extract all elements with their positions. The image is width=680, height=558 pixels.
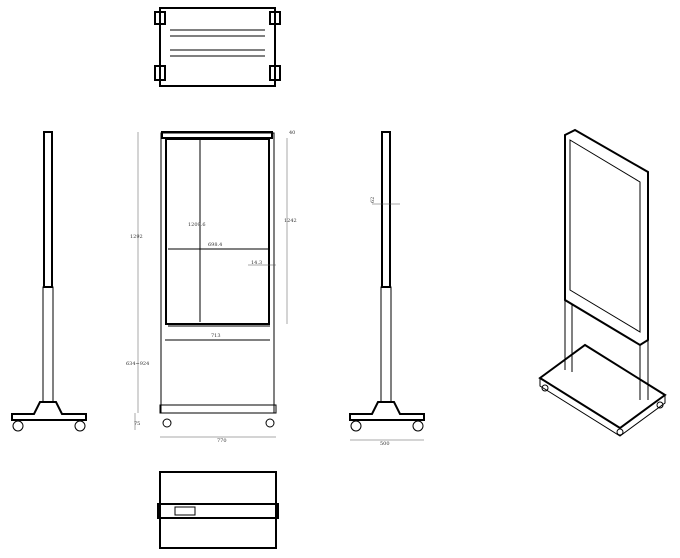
top-view bbox=[154, 7, 281, 87]
bottom-view bbox=[157, 471, 279, 549]
front-view bbox=[134, 131, 288, 438]
dim-bezel: 14.3 bbox=[251, 260, 262, 266]
dim-overall-width: 770 bbox=[217, 438, 227, 444]
side-view-left bbox=[11, 131, 87, 432]
dim-display-width: 698.4 bbox=[208, 242, 222, 248]
dim-adjustable-height: 634~924 bbox=[126, 361, 149, 367]
isometric-view bbox=[538, 128, 667, 437]
dim-side-thickness: 62 bbox=[370, 197, 376, 203]
dim-display-height: 1209.6 bbox=[188, 222, 206, 228]
dim-inner-width: 713 bbox=[211, 333, 221, 339]
dim-overall-height: 1292 bbox=[130, 234, 143, 240]
dim-caster-height: 75 bbox=[134, 421, 140, 427]
dim-base-depth: 500 bbox=[380, 441, 390, 447]
dim-top-offset: 40 bbox=[289, 130, 295, 136]
side-view-right bbox=[349, 131, 425, 441]
dim-frame-height: 1242 bbox=[284, 218, 297, 224]
